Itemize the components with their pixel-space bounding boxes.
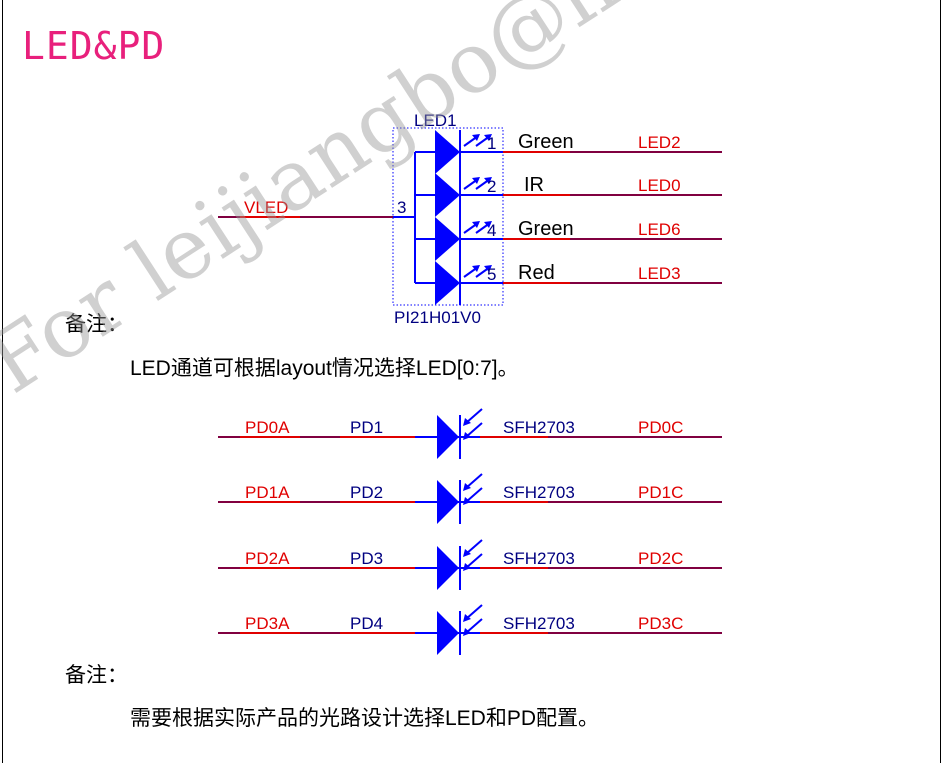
arrow-head [484,177,492,184]
led-color: Green [518,218,574,240]
led-color: Red [518,262,555,284]
arrow-head [472,177,480,184]
arrow-head [472,134,480,141]
arrow-head [463,549,471,557]
arrow-head [484,221,492,228]
photodiode-row: PD1A PD2 SFH2703 PD1C [218,473,722,524]
photodiode-icon [437,611,459,655]
page-border-right [940,0,941,763]
pd-ref: PD4 [350,614,383,633]
pin-number: 1 [487,134,496,153]
arrow-head [472,221,480,228]
light-arrow-icon [465,473,483,489]
led-net: LED2 [638,133,681,152]
light-arrow-icon [465,539,483,555]
photodiode-row: PD2A PD3 SFH2703 PD2C [218,539,722,590]
cathode-net: PD0C [638,418,683,437]
cathode-net: PD1C [638,483,683,502]
led-net: LED0 [638,176,681,195]
page-border-left [2,0,3,763]
note2-label: 备注： [65,664,128,687]
arrow-head [463,628,471,636]
anode-net: PD1A [245,483,290,502]
light-arrow-icon [465,553,483,569]
arrow-head [484,265,492,272]
led-channel: 5 Red LED3 [415,261,722,305]
led-diode-icon [435,217,460,261]
light-arrow-icon [465,422,483,438]
photodiode-icon [437,415,459,459]
note1-text: LED通道可根据layout情况选择LED[0:7]。 [130,357,519,380]
note1-label: 备注： [65,313,128,336]
pin-number: 2 [487,177,496,196]
led-diode-icon [435,173,460,217]
anode-net: PD0A [245,418,290,437]
light-arrow-icon [465,408,483,424]
led-color: Green [518,131,574,153]
page-title: LED&PD [22,24,166,68]
led-diode-icon [435,130,460,174]
led-net: LED3 [638,264,681,283]
photodiode-row: PD3A PD4 SFH2703 PD3C [218,604,722,655]
photodiode-icon [437,480,459,524]
vled-net: VLED [244,198,288,217]
arrow-head [463,497,471,505]
arrow-head [463,563,471,571]
photodiode-row: PD0A PD1 SFH2703 PD0C [218,408,722,459]
arrow-head [472,265,480,272]
cathode-net: PD3C [638,614,683,633]
led-channel: 1 Green LED2 [415,130,722,174]
arrow-head [463,418,471,426]
pin-number: 4 [487,221,496,240]
pd-part: SFH2703 [503,483,575,502]
pd-part: SFH2703 [503,614,575,633]
anode-net: PD2A [245,549,290,568]
led-ref: LED1 [414,111,457,130]
arrow-head [463,614,471,622]
led-color: IR [524,174,544,196]
light-arrow-icon [465,618,483,634]
light-arrow-icon [465,487,483,503]
pd-ref: PD1 [350,418,383,437]
pd-ref: PD3 [350,549,383,568]
anode-net: PD3A [245,614,290,633]
led-part: PI21H01V0 [394,308,481,327]
led-diode-icon [435,261,460,305]
cathode-net: PD2C [638,549,683,568]
arrow-head [463,483,471,491]
arrow-head [484,134,492,141]
led-net: LED6 [638,220,681,239]
led-channel: 4 Green LED6 [415,217,722,261]
pin-number: 5 [487,265,496,284]
note2-text: 需要根据实际产品的光路设计选择LED和PD配置。 [130,707,600,730]
led-channel: 2 IR LED0 [415,173,722,217]
common-pin: 3 [397,198,406,217]
light-arrow-icon [465,604,483,620]
pd-part: SFH2703 [503,418,575,437]
photodiode-icon [437,546,459,590]
arrow-head [463,432,471,440]
pd-ref: PD2 [350,483,383,502]
pd-part: SFH2703 [503,549,575,568]
